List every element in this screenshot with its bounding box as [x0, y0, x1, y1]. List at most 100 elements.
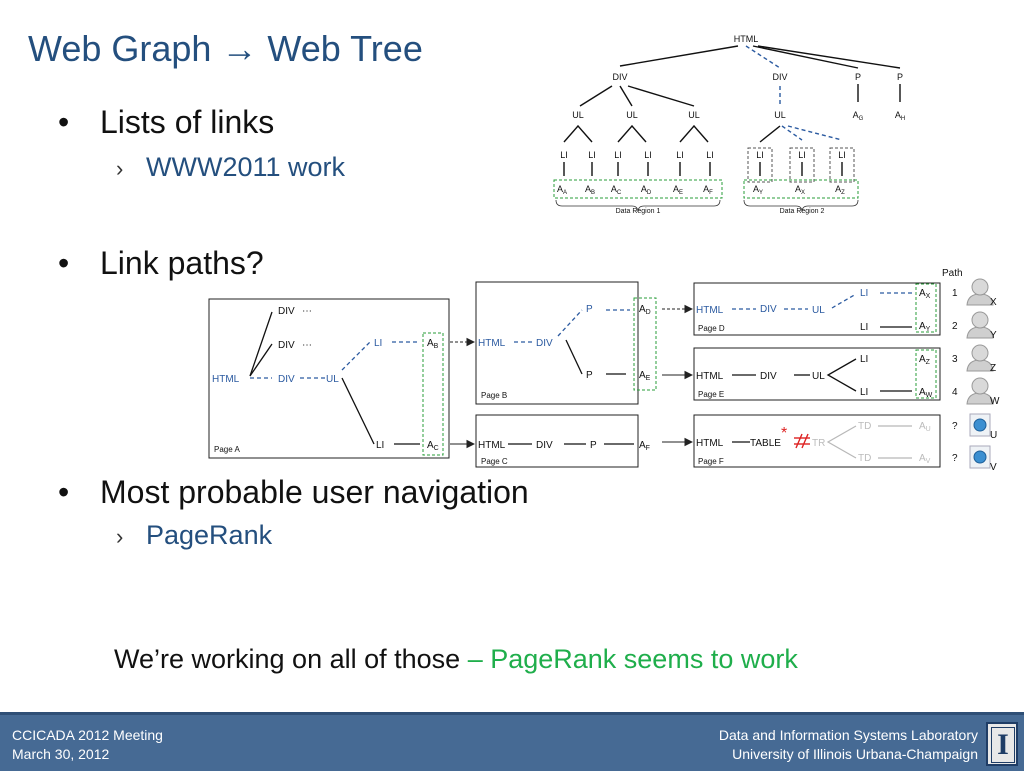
- footer-lab: Data and Information Systems Laboratory: [718, 727, 978, 743]
- page-c-label: Page C: [481, 457, 508, 466]
- user-label-4: U: [990, 430, 997, 441]
- tree-ul2: UL: [626, 110, 638, 120]
- page-d-html: HTML: [696, 305, 724, 316]
- path-number-0: 1: [952, 288, 958, 299]
- bullet-user-navigation: • Most probable user navigation: [58, 474, 529, 511]
- tree-li-6: LI: [756, 150, 764, 160]
- tree-html: HTML: [734, 34, 759, 44]
- anchor-au: AU: [919, 421, 931, 433]
- path-number-3: 4: [952, 387, 958, 398]
- tree-li-5: LI: [706, 150, 714, 160]
- tree-div-right: DIV: [772, 72, 787, 82]
- page-e-ul: UL: [812, 371, 825, 382]
- page-c-box: [475, 414, 639, 468]
- footer-bar: CCICADA 2012 Meeting March 30, 2012 Data…: [0, 712, 1024, 771]
- tree-li-3: LI: [644, 150, 652, 160]
- page-c-div: DIV: [536, 440, 553, 451]
- page-a-li2: LI: [376, 440, 384, 451]
- page-a-div3: DIV: [278, 374, 295, 385]
- path-number-2: 3: [952, 354, 958, 365]
- illinois-logo: I: [986, 722, 1018, 766]
- anchor-ad: AD: [639, 304, 651, 316]
- tree-anchor-8: AZ: [835, 184, 845, 196]
- bullet-text: Lists of links: [100, 104, 275, 140]
- page-a-div1: DIV: [278, 306, 295, 317]
- page-e-box: [693, 347, 941, 401]
- link-paths-diagram: * DIV ⋯ DIV ⋯ LI HTML DIV P P HTML DIV U…: [208, 268, 1000, 473]
- page-b-label: Page B: [481, 391, 507, 400]
- bullet-dot: •: [58, 245, 70, 281]
- page-f-html: HTML: [696, 438, 724, 449]
- tree-anchor-2: AC: [611, 184, 622, 196]
- page-f-td2: TD: [858, 453, 871, 464]
- break-star: *: [781, 425, 787, 442]
- tree-ag: AG: [853, 110, 864, 122]
- tree-anchor-6: AY: [753, 184, 763, 196]
- page-b-html: HTML: [478, 338, 506, 349]
- path-number-1: 2: [952, 321, 958, 332]
- page-b-div: DIV: [536, 338, 553, 349]
- anchor-ab: AB: [427, 338, 439, 350]
- page-d-li2: LI: [860, 322, 868, 333]
- illinois-logo-mark: I: [991, 727, 1015, 763]
- user-avatar-icon: [966, 311, 994, 339]
- tree-ul1: UL: [572, 110, 584, 120]
- footer-university: University of Illinois Urbana-Champaign: [732, 746, 978, 762]
- page-f-tr: TR: [812, 438, 825, 449]
- path-number-5: ?: [952, 453, 958, 464]
- subbullet-www2011: › WWW2011 work: [116, 152, 346, 183]
- page-d-ul: UL: [812, 305, 825, 316]
- tree-anchor-1: AB: [585, 184, 595, 196]
- subbullet-pagerank: › PageRank: [116, 520, 272, 551]
- page-a-li1: LI: [374, 338, 382, 349]
- tree-p2: P: [897, 72, 903, 82]
- user-label-5: V: [990, 462, 997, 473]
- path-number-4: ?: [952, 421, 958, 432]
- anchor-ae: AE: [639, 370, 651, 382]
- tree-anchor-7: AX: [795, 184, 805, 196]
- page-d-li1: LI: [860, 288, 868, 299]
- user-label-1: Y: [990, 330, 997, 341]
- tree-anchor-5: AF: [703, 184, 713, 196]
- tree-p1: P: [855, 72, 861, 82]
- user-avatar-icon: [966, 278, 994, 306]
- page-e-li2: LI: [860, 387, 868, 398]
- chevron-icon: ›: [116, 524, 124, 549]
- tree-li-8: LI: [838, 150, 846, 160]
- tree-li-0: LI: [560, 150, 568, 160]
- ellipsis-1: ⋯: [302, 306, 312, 317]
- tree-ul4: UL: [774, 110, 786, 120]
- page-c-html: HTML: [478, 440, 506, 451]
- anchor-aw: AW: [919, 387, 933, 399]
- page-e-div: DIV: [760, 371, 777, 382]
- chevron-icon: ›: [116, 156, 124, 181]
- page-a-ul: UL: [326, 374, 339, 385]
- page-d-label: Page D: [698, 324, 725, 333]
- tree-ah: AH: [895, 110, 905, 122]
- subbullet-text: WWW2011 work: [146, 152, 346, 182]
- bullet-text: Link paths?: [100, 245, 264, 281]
- page-a-label: Page A: [214, 445, 240, 454]
- user-label-3: W: [990, 396, 1000, 407]
- tree-li-4: LI: [676, 150, 684, 160]
- note-highlight: – PageRank seems to work: [467, 644, 798, 674]
- tree-anchor-4: AE: [673, 184, 683, 196]
- page-a-div2: DIV: [278, 340, 295, 351]
- page-f-table: TABLE: [750, 438, 781, 449]
- page-b-p1: P: [586, 304, 593, 315]
- page-f-box: [693, 414, 941, 468]
- data-region-1: Data Region 1: [616, 208, 661, 215]
- tree-li-7: LI: [798, 150, 806, 160]
- page-d-div: DIV: [760, 304, 777, 315]
- note-main: We’re working on all of those: [114, 644, 468, 674]
- tree-ul3: UL: [688, 110, 700, 120]
- tree-li-2: LI: [614, 150, 622, 160]
- bullet-lists-of-links: • Lists of links: [58, 104, 275, 141]
- tree-anchor-3: AD: [641, 184, 652, 196]
- page-e-label: Page E: [698, 390, 724, 399]
- browser-globe-icon: [969, 445, 991, 469]
- page-a-box: [208, 298, 450, 459]
- page-e-li1: LI: [860, 354, 868, 365]
- bullet-dot: •: [58, 474, 70, 510]
- page-f-label: Page F: [698, 457, 724, 466]
